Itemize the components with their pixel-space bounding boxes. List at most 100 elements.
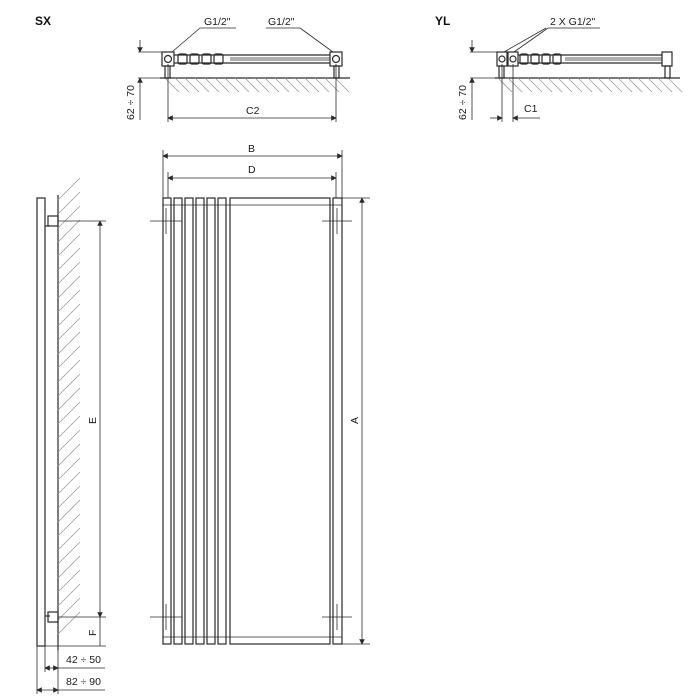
hatch-line bbox=[57, 611, 81, 635]
hatch-line bbox=[547, 77, 563, 93]
hatch-line bbox=[57, 191, 81, 215]
hatch-line bbox=[587, 77, 603, 93]
hatch-line bbox=[607, 77, 623, 93]
hatch-line bbox=[224, 77, 240, 93]
side-radiator-profile bbox=[36, 197, 46, 647]
hatch-line bbox=[57, 205, 81, 229]
sx-wall-hatch bbox=[160, 77, 350, 93]
mirror-panel bbox=[229, 197, 331, 645]
label-d: D bbox=[248, 164, 256, 176]
hatch-line bbox=[304, 77, 320, 93]
hatch-line bbox=[57, 555, 81, 579]
wall-distance-label: 42 ÷ 50 bbox=[66, 654, 101, 666]
sx-title: SX bbox=[35, 14, 51, 28]
hatch-line bbox=[57, 247, 81, 271]
hatch-line bbox=[627, 77, 643, 93]
hatch-line bbox=[57, 219, 81, 243]
label-a: A bbox=[349, 417, 361, 424]
hatch-line bbox=[234, 77, 250, 93]
hatch-line bbox=[174, 77, 190, 93]
hatch-line bbox=[184, 77, 200, 93]
hatch-line bbox=[294, 77, 310, 93]
hatch-line bbox=[334, 77, 350, 93]
hatch-line bbox=[214, 77, 230, 93]
hatch-line bbox=[164, 77, 180, 93]
hatch-line bbox=[57, 485, 81, 509]
hatch-line bbox=[657, 77, 673, 93]
hatch-line bbox=[57, 303, 81, 327]
hatch-line bbox=[667, 77, 683, 93]
side-wall-hatch bbox=[57, 177, 81, 635]
hatch-line bbox=[57, 233, 81, 257]
hatch-line bbox=[57, 415, 81, 439]
hatch-line bbox=[57, 177, 81, 201]
hatch-line bbox=[254, 77, 270, 93]
yl-connection-label: 2 X G1/2" bbox=[550, 16, 595, 28]
hatch-line bbox=[264, 77, 280, 93]
hatch-line bbox=[324, 77, 340, 93]
hatch-line bbox=[57, 471, 81, 495]
hatch-line bbox=[204, 77, 220, 93]
hatch-line bbox=[557, 77, 573, 93]
hatch-line bbox=[314, 77, 330, 93]
sx-view: SX G1/2" bbox=[35, 14, 350, 122]
hatch-line bbox=[647, 77, 663, 93]
hatch-line bbox=[497, 77, 513, 93]
sx-radiator-top bbox=[161, 51, 343, 79]
hatch-line bbox=[57, 499, 81, 523]
hatch-line bbox=[57, 597, 81, 621]
hatch-line bbox=[57, 317, 81, 341]
hatch-line bbox=[244, 77, 260, 93]
hatch-line bbox=[57, 457, 81, 481]
hatch-line bbox=[537, 77, 553, 93]
label-f: F bbox=[87, 630, 99, 636]
hatch-line bbox=[57, 443, 81, 467]
hatch-line bbox=[57, 527, 81, 551]
hatch-line bbox=[617, 77, 633, 93]
lower-bracket bbox=[47, 611, 59, 623]
hatch-line bbox=[57, 569, 81, 593]
side-view: E F 42 ÷ 50 82 ÷ 90 bbox=[36, 177, 106, 694]
hatch-line bbox=[57, 583, 81, 607]
yl-spacing-label: C1 bbox=[524, 103, 538, 115]
hatch-line bbox=[57, 373, 81, 397]
hatch-line bbox=[57, 513, 81, 537]
hatch-line bbox=[274, 77, 290, 93]
hatch-line bbox=[57, 345, 81, 369]
front-radiator-body bbox=[150, 197, 352, 645]
hatch-line bbox=[57, 359, 81, 383]
sx-depth-label: 62 ÷ 70 bbox=[125, 85, 137, 120]
yl-radiator-top bbox=[496, 51, 673, 79]
hatch-line bbox=[284, 77, 300, 93]
hatch-line bbox=[57, 387, 81, 411]
total-depth-label: 82 ÷ 90 bbox=[66, 676, 101, 688]
sx-connection-right-label: G1/2" bbox=[268, 16, 295, 28]
hatch-line bbox=[507, 77, 523, 93]
hatch-line bbox=[57, 289, 81, 313]
hatch-line bbox=[597, 77, 613, 93]
hatch-line bbox=[57, 275, 81, 299]
hatch-line bbox=[527, 77, 543, 93]
yl-wall-hatch bbox=[495, 77, 683, 93]
hatch-line bbox=[577, 77, 593, 93]
hatch-line bbox=[517, 77, 533, 93]
hatch-line bbox=[57, 331, 81, 355]
yl-view: YL 2 X G1/2" 6 bbox=[435, 14, 683, 122]
sx-connection-left-label: G1/2" bbox=[204, 16, 231, 28]
hatch-line bbox=[57, 261, 81, 285]
hatch-line bbox=[194, 77, 210, 93]
label-e: E bbox=[87, 417, 99, 424]
hatch-line bbox=[57, 429, 81, 453]
hatch-line bbox=[637, 77, 653, 93]
upper-bracket bbox=[47, 215, 59, 227]
sx-spacing-label: C2 bbox=[246, 105, 260, 117]
yl-depth-label: 62 ÷ 70 bbox=[457, 85, 469, 120]
front-view: B D bbox=[150, 143, 370, 645]
hatch-line bbox=[57, 541, 81, 565]
yl-title: YL bbox=[435, 14, 450, 28]
hatch-line bbox=[567, 77, 583, 93]
label-b: B bbox=[248, 143, 255, 155]
hatch-line bbox=[57, 401, 81, 425]
